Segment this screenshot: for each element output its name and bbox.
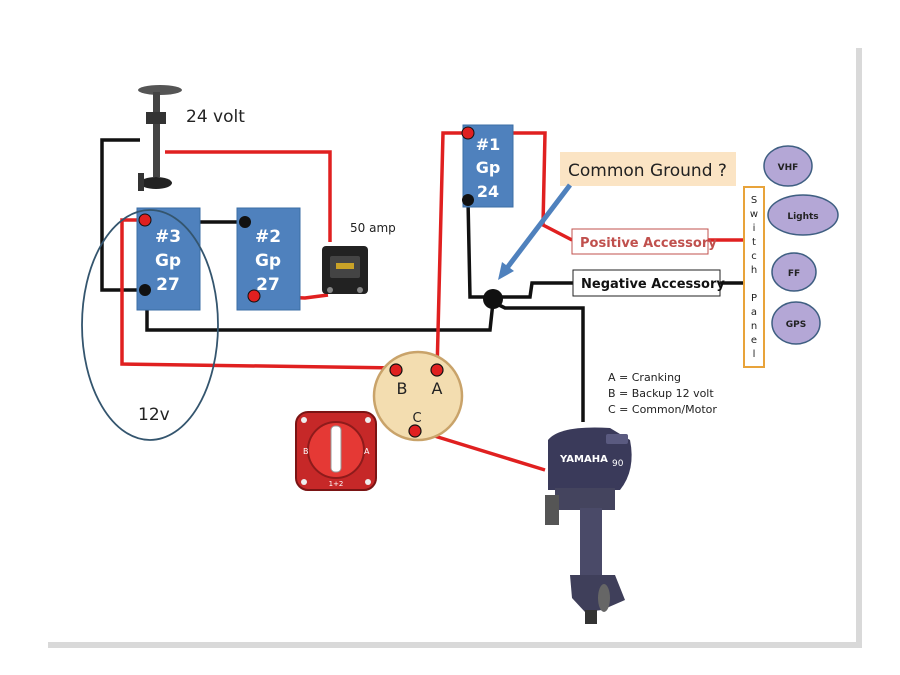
label-common-ground: Common Ground ? (568, 161, 727, 181)
selector-label-c: C (412, 411, 421, 426)
vhf-device (763, 145, 813, 187)
switch-panel-letter: c (751, 251, 757, 262)
lights-label: Lights (787, 212, 818, 222)
common-ground-arrow-head (498, 262, 514, 280)
battery-2-group: Gp (255, 251, 281, 271)
battery-2-negative-terminal (239, 216, 251, 228)
selector-terminal-a (430, 363, 444, 377)
circuit-breaker-stud-right (357, 287, 363, 293)
battery-1: #1 Gp 24 (462, 124, 514, 208)
trolling-motor (138, 85, 182, 191)
battery-1-positive-terminal (461, 126, 475, 140)
trolling-motor-shaft (153, 92, 160, 177)
selector-terminal-c (408, 424, 422, 438)
switch-panel-letter: a (751, 307, 757, 318)
outboard-motor: YAMAHA 90 (545, 427, 632, 624)
battery-switch: B A 1+2 (295, 411, 377, 491)
outboard-brand: YAMAHA (559, 454, 608, 465)
trolling-motor-mount (146, 112, 166, 124)
outboard-cowling-top (606, 434, 628, 444)
battery-switch-label-a: A (364, 447, 370, 456)
b1-positive-to-selector-a-wire (435, 131, 468, 373)
switch-panel-letter: n (751, 321, 757, 332)
battery-3-size: 27 (156, 275, 180, 295)
trolling-motor-prop (138, 173, 144, 191)
outboard-lower-cowl (555, 488, 615, 510)
negative-accessory-wire (493, 281, 573, 299)
battery-switch-label-b: B (303, 447, 309, 456)
battery-switch-knob (330, 425, 342, 473)
ff-label: FF (788, 269, 800, 279)
legend-c: C = Common/Motor (608, 403, 717, 416)
label-50-amp: 50 amp (350, 221, 396, 235)
battery-3-group: Gp (155, 251, 181, 271)
battery-switch-screw (301, 479, 307, 485)
common-ground-bus (483, 289, 503, 309)
switch-panel-letter: i (753, 223, 756, 234)
circuit-breaker (322, 246, 368, 294)
switch-panel-letter: w (750, 209, 758, 220)
gps-device (771, 301, 821, 345)
negative-accessory-box (572, 269, 721, 297)
switch-panel (743, 186, 765, 368)
label-negative-accessory: Negative Accessory (581, 277, 725, 292)
vhf-label: VHF (778, 163, 799, 173)
selector-label-b: B (397, 379, 408, 398)
switch-panel-letter: e (751, 335, 757, 346)
lights-device (767, 194, 839, 236)
battery-1-body (462, 124, 514, 208)
common-ground-arrow (498, 183, 572, 280)
circuit-breaker-stud-left (327, 287, 333, 293)
terminals (138, 126, 503, 309)
switch-panel-letter: h (751, 265, 757, 276)
battery-2-positive-terminal (247, 289, 261, 303)
selector-terminal-b (389, 363, 403, 377)
switch-panel-letter: P (751, 293, 757, 304)
battery-3-number: #3 (155, 227, 181, 247)
battery-switch-label-both: 1+2 (329, 480, 344, 488)
12v-group-ellipse (81, 209, 219, 441)
circuit-breaker-lever (336, 263, 354, 269)
battery-1-size: 24 (477, 182, 499, 201)
battery-3-positive-terminal (138, 213, 152, 227)
gps-label: GPS (786, 320, 806, 330)
battery-1-negative-terminal (462, 194, 474, 206)
positive-accessory-box (571, 228, 709, 255)
label-positive-accessory: Positive Accessory (580, 236, 717, 251)
switch-panel-letter: S (751, 195, 757, 206)
common-ground-box (560, 152, 736, 186)
outboard-lower-unit (570, 575, 625, 612)
legend-a: A = Cranking (608, 371, 681, 384)
common-ground-arrow-shaft (505, 183, 572, 270)
trolling-motor-handle (138, 85, 182, 95)
switch-panel-letter: l (753, 349, 756, 360)
battery-switch-screw (365, 417, 371, 423)
battery-switch-screw (301, 417, 307, 423)
trolling-motor-prop-housing (140, 177, 172, 189)
outboard-hp: 90 (612, 459, 624, 469)
positive-wires (120, 131, 745, 472)
battery-switch-screw (365, 479, 371, 485)
switch-panel-letter: t (752, 237, 756, 248)
switch-panel-letters: S w i t c h P a n e l (750, 195, 758, 360)
accessory-devices: VHF Lights FF GPS (763, 145, 839, 345)
legend-b: B = Backup 12 volt (608, 387, 714, 400)
outboard-skeg (585, 610, 597, 624)
label-12v: 12v (138, 405, 170, 425)
b3-positive-to-selector-b-wire (120, 218, 397, 370)
battery-2-size: 27 (256, 275, 280, 295)
outboard-shaft (580, 508, 602, 578)
ff-device (771, 252, 817, 292)
battery-3-negative-terminal (139, 284, 151, 296)
selector-label-a: A (432, 379, 443, 398)
trolling-motor-positive-wire (165, 150, 332, 242)
outboard-clamp (545, 495, 559, 525)
battery-2-number: #2 (255, 227, 281, 247)
page-background (40, 40, 856, 642)
label-24-volt: 24 volt (186, 107, 245, 127)
battery-1-number: #1 (476, 135, 501, 154)
battery-1-group: Gp (476, 158, 501, 177)
outboard-propeller (598, 584, 610, 612)
